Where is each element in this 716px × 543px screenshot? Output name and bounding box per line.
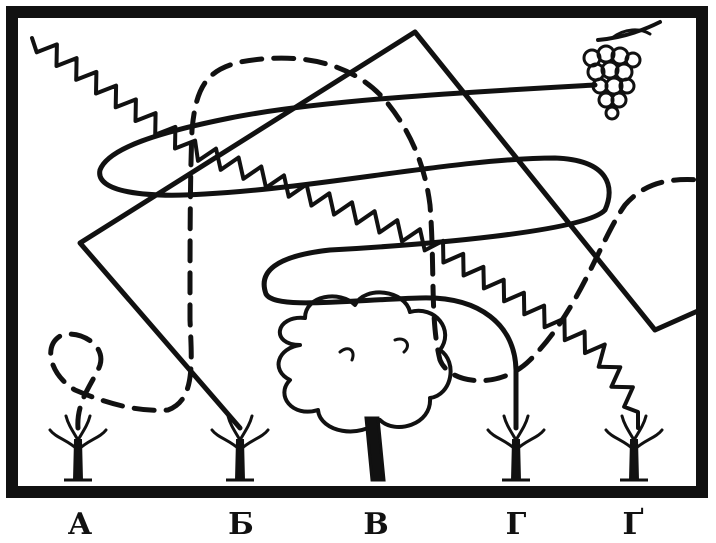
- tree-icon: [279, 292, 451, 480]
- leaf: [622, 416, 634, 440]
- label-b: Б: [228, 507, 254, 542]
- plants-row: [50, 416, 662, 480]
- label-v: В: [363, 507, 388, 542]
- label-g: Г: [506, 507, 527, 542]
- plant-ge-sprout-icon: [606, 416, 662, 480]
- label-ge: Ґ: [622, 507, 643, 542]
- dashed-line-to-a: [51, 58, 700, 428]
- grape-cluster-icon: [584, 22, 660, 119]
- label-a: А: [68, 507, 93, 542]
- wavy-line-to-ge: [32, 38, 638, 428]
